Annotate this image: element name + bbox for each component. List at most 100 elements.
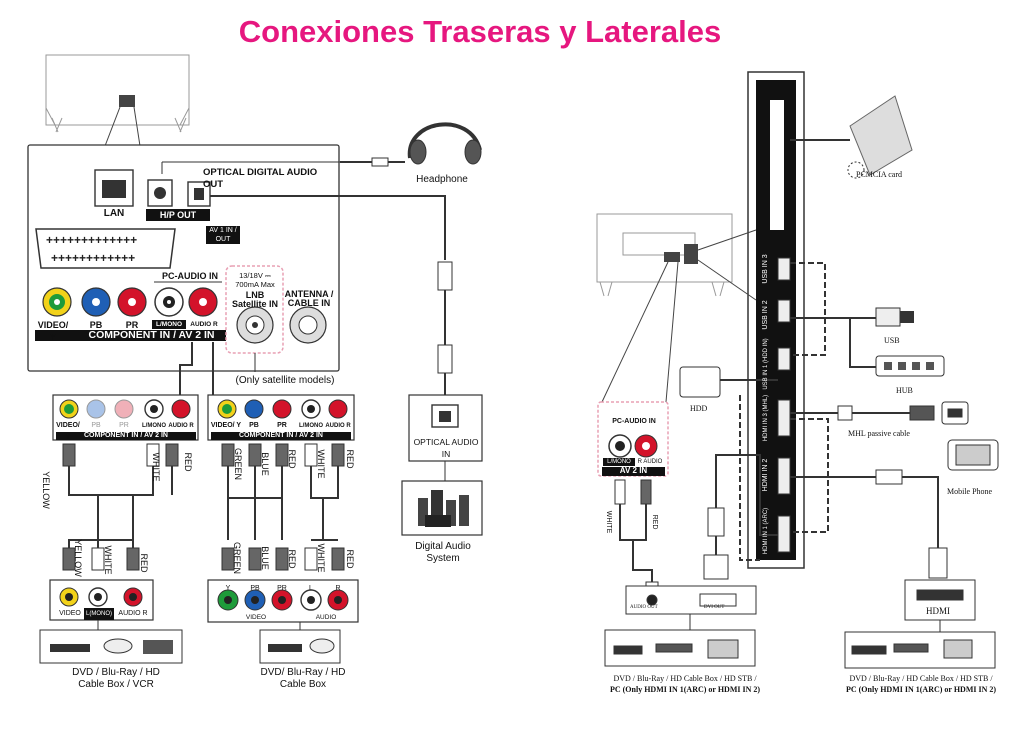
- headphone-label: Headphone: [416, 174, 468, 185]
- strip-left-lmono: L/MONO: [142, 423, 166, 429]
- lan-label: LAN: [103, 208, 125, 219]
- device-mid-video: VIDEO: [245, 614, 267, 621]
- digital-audio-system-label: Digital Audio System: [415, 541, 471, 564]
- mhl-cable: [790, 401, 999, 471]
- strip-left-video-y: VIDEO/ Y: [56, 422, 80, 441]
- pc-audio-box-title: PC-AUDIO IN: [612, 418, 656, 425]
- optical-cable: [210, 195, 453, 395]
- cable-blue-top: BLUE: [260, 452, 270, 476]
- jack-audio-r-label: AUDIO R: [190, 321, 218, 328]
- mhl-cable-label: MHL passive cable: [848, 429, 910, 438]
- cable-white-mid-bottom: WHITE: [316, 543, 326, 573]
- cable-red-mid-bottom: RED: [287, 549, 297, 569]
- device-mid-y: Y: [225, 585, 231, 592]
- pcmcia-slot-label: PCMCIA CARD SLOT: [771, 122, 781, 214]
- dvi-out-label: DVI OUT: [704, 605, 725, 610]
- pc-cables: [604, 454, 778, 667]
- hp-out-label: H/P OUT: [146, 209, 210, 221]
- usb2-label: USB IN 2: [762, 300, 769, 330]
- usb1-label: USB IN 1 (HDD IN): [763, 338, 769, 390]
- jack-video-y-label: VIDEO/ Y: [37, 320, 69, 342]
- lnb-label-2: Satellite IN: [231, 299, 278, 309]
- pc-cable-white: WHITE: [605, 510, 612, 534]
- pc-audio-in-label: PC-AUDIO IN: [162, 271, 218, 281]
- hdmi2-label: HDMI IN 2: [762, 458, 769, 492]
- component-strip-mid: [207, 394, 355, 441]
- antenna-label-1: ANTENNA /: [284, 289, 334, 299]
- device-left-lmono: L(MONO): [84, 608, 114, 620]
- device-mid-pb: PB: [250, 585, 260, 592]
- cable-red-mid-bottom-2: RED: [345, 549, 355, 569]
- strip-mid-pr: PR: [277, 422, 287, 429]
- svg-text:++++++++++++: ++++++++++++: [51, 251, 135, 265]
- cable-blue-bottom: BLUE: [260, 546, 270, 570]
- usb3-label: USB IN 3: [762, 254, 769, 284]
- strip-mid-pb: PB: [249, 422, 259, 429]
- antenna-label-2: CABLE IN: [287, 298, 331, 308]
- devices-mid: [259, 622, 341, 664]
- devices-left: [39, 620, 183, 664]
- cable-red-mid-top: RED: [287, 449, 297, 469]
- device-mid-audio: AUDIO: [315, 614, 337, 621]
- caption-right-b: PC (Only HDMI IN 1(ARC) or HDMI IN 2): [609, 685, 761, 694]
- audio-out-label: AUDIO OUT: [630, 605, 658, 610]
- jack-pb-label: PB: [89, 320, 103, 330]
- side-panel: [747, 71, 805, 569]
- caption-right-a2: DVD / Blu-Ray / HD Cable Box / HD STB /: [849, 674, 993, 683]
- optical-audio-in-box: [408, 394, 483, 481]
- strip-mid-lmono: L/MONO: [299, 423, 323, 429]
- device-left-video: VIDEO: [59, 610, 81, 617]
- cables-mid: [221, 443, 345, 571]
- usb-device: [790, 307, 945, 377]
- cable-green-top: GREEN: [233, 447, 243, 480]
- device-mid-l: L: [309, 585, 313, 592]
- strip-left-audio-r: AUDIO R: [168, 423, 194, 429]
- strip-mid-video-y: VIDEO/ Y: [210, 422, 242, 429]
- tv-side-thumbnail: [596, 213, 757, 403]
- av1-label: AV 1 IN / OUT: [206, 226, 240, 244]
- cable-white-top: WHITE: [151, 452, 161, 482]
- jack-lmono-label: L/MONO: [152, 320, 186, 329]
- device-mid-r: R: [335, 585, 341, 592]
- hdd-label: HDD: [690, 404, 708, 413]
- hdd-device: [679, 366, 778, 398]
- hdmi-cable: [790, 469, 996, 669]
- cable-yellow-bottom: YELLOW: [73, 539, 83, 577]
- hub-label: HUB: [896, 386, 913, 395]
- device-jacks-left: [49, 579, 154, 621]
- caption-left: DVD / Blu-Ray / HD Cable Box / VCR: [72, 667, 160, 690]
- device-left-audio-r: AUDIO R: [118, 610, 148, 617]
- pc-audio-box-r: R AUDIO: [637, 459, 663, 465]
- cable-white-mid-top: WHITE: [316, 449, 326, 479]
- mobile-phone-label: Mobile Phone: [947, 487, 993, 496]
- svg-text:+++++++++++++: +++++++++++++: [46, 233, 137, 247]
- cable-red-bottom: RED: [139, 553, 149, 573]
- usb-dashed-links: [739, 262, 829, 561]
- pc-audio-box-lmono: L/MONO: [603, 458, 635, 466]
- cable-yellow-top: YELLOW: [41, 471, 51, 509]
- cables-left: [62, 443, 179, 571]
- strip-mid-audio-r: AUDIO R: [325, 423, 351, 429]
- component-bar-label: COMPONENT IN / AV 2 IN: [88, 329, 215, 341]
- lnb-label-1: LNB: [245, 290, 265, 300]
- hdmi-label: HDMI: [926, 606, 950, 616]
- optical-audio-in-label: OPTICAL AUDIO IN: [413, 437, 479, 459]
- optical-out-label: OPTICAL DIGITAL AUDIO OUT: [203, 167, 318, 190]
- device-mid-pr: PR: [277, 585, 287, 592]
- pcmcia-card: [790, 95, 913, 179]
- rear-panel: +++++++++++++ ++++++++++++: [27, 144, 340, 372]
- lnb-spec-1: 13/18V ⎓: [239, 271, 271, 280]
- headphone-cable: [340, 122, 482, 167]
- strip-mid-bar: COMPONENT IN / AV 2 IN: [238, 432, 323, 439]
- caption-right-a: DVD / Blu-Ray / HD Cable Box / HD STB /: [613, 674, 757, 683]
- only-satellite-note: (Only satellite models): [235, 375, 335, 386]
- cable-white-bottom: WHITE: [103, 545, 113, 575]
- tv-back-thumbnail: [45, 54, 190, 147]
- pc-audio-box: [597, 401, 669, 477]
- cable-red-mid-top-2: RED: [345, 449, 355, 469]
- strip-left-pr: PR: [119, 422, 129, 429]
- pc-audio-box-bar: AV 2 IN: [619, 466, 648, 475]
- cable-red-top: RED: [183, 452, 193, 472]
- caption-right-b2: PC (Only HDMI IN 1(ARC) or HDMI IN 2): [845, 685, 997, 694]
